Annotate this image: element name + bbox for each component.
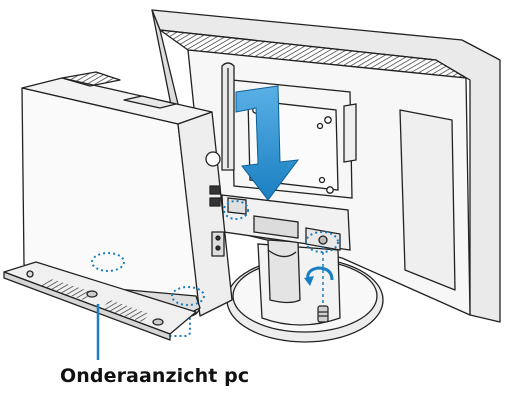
mini-pc	[21, 71, 233, 317]
monitor-stand	[226, 239, 384, 343]
thumb-screw	[317, 246, 329, 323]
mount-post	[221, 62, 235, 171]
caption-label: Onderaanzicht pc	[60, 365, 250, 387]
rotate-icon	[304, 266, 334, 286]
down-arrow-icon	[235, 85, 300, 201]
bottom-view-plate	[3, 261, 197, 341]
screw-hole-highlights	[91, 200, 339, 337]
